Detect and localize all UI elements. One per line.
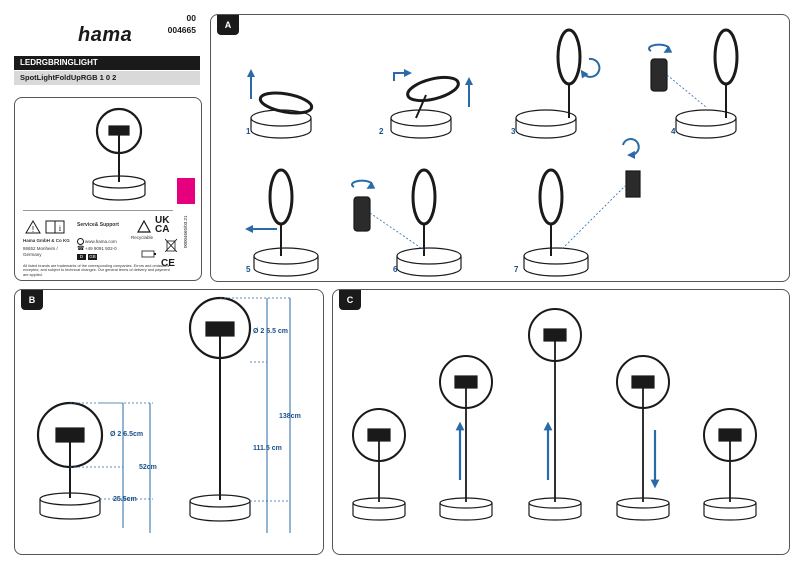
panel-c: C [332, 289, 790, 555]
dim-min-height: 25.5cm [113, 496, 137, 503]
panel-b-dimension-diagram [36, 296, 291, 533]
svg-text:!: ! [32, 225, 34, 234]
lang-code-d: D [77, 254, 86, 260]
step-label-4: 4 [671, 127, 676, 136]
product-name-bar: SpotLightFoldUpRGB 1 0 2 [14, 71, 200, 85]
svg-text:i: i [59, 224, 62, 233]
manual-info-icon: i [45, 220, 65, 234]
article-number: 00 004665 [150, 12, 196, 36]
step-label-3: 3 [511, 127, 516, 136]
panel-b: B Ø 2 6.5cm 5 [14, 289, 324, 555]
article-number-line1: 00 [186, 13, 196, 23]
panel-c-height-sequence [352, 308, 757, 521]
company-address: 86652 Monheim / Germany [23, 246, 58, 257]
step-label-2: 2 [379, 127, 384, 136]
phone-number: +49 9091 502-0 [85, 246, 117, 251]
ce-mark: CE [161, 258, 175, 269]
phone-icon: ☎ [77, 246, 85, 252]
recyclable-label: Recyclable [131, 235, 154, 240]
weee-bin-icon [165, 238, 177, 252]
company-name: Hama GmbH & Co KG [23, 238, 70, 243]
magenta-color-swatch [177, 178, 195, 204]
step-label-5: 5 [246, 265, 251, 274]
dim-ring-small: Ø 2 6.5cm [110, 431, 144, 438]
article-number-line2: 004665 [167, 25, 196, 35]
service-label: Service& Support [77, 222, 119, 228]
legal-text: All listed brands are trademarks of the … [23, 264, 170, 277]
panel-b-tag: B [21, 290, 43, 310]
website-url[interactable]: www.hama.com [85, 239, 117, 244]
packaging-panel: ! i Hama GmbH & Co KG 86652 Monheim / Ge… [14, 97, 202, 281]
hama-logo: hama [78, 24, 133, 46]
lang-code-gb: GB [88, 254, 97, 260]
panel-a: A [210, 14, 790, 282]
panel-a-setup-steps [245, 28, 739, 277]
dim-small-total: 52cm [139, 464, 157, 471]
globe-icon [77, 238, 84, 245]
panel-a-tag: A [217, 15, 239, 35]
step-label-1: 1 [246, 127, 251, 136]
panel-c-tag: C [339, 290, 361, 310]
product-code-bar: LEDRGBRINGLIGHT [14, 56, 200, 70]
ukca-mark: UK CA [155, 215, 170, 235]
dim-mid-height: 111.5 cm [253, 445, 282, 452]
dim-max-height: 138cm [279, 413, 301, 420]
dim-ring-large: Ø 2 6.5 cm [253, 328, 289, 335]
recycle-icon [137, 220, 151, 233]
side-code: 00004665/03.21 [183, 215, 188, 248]
warning-icon: ! [25, 220, 41, 234]
battery-icon [141, 250, 156, 258]
step-label-7: 7 [514, 265, 519, 274]
packaging-product-illustration [92, 107, 146, 201]
step-label-6: 6 [393, 265, 398, 274]
info-divider [23, 210, 173, 211]
